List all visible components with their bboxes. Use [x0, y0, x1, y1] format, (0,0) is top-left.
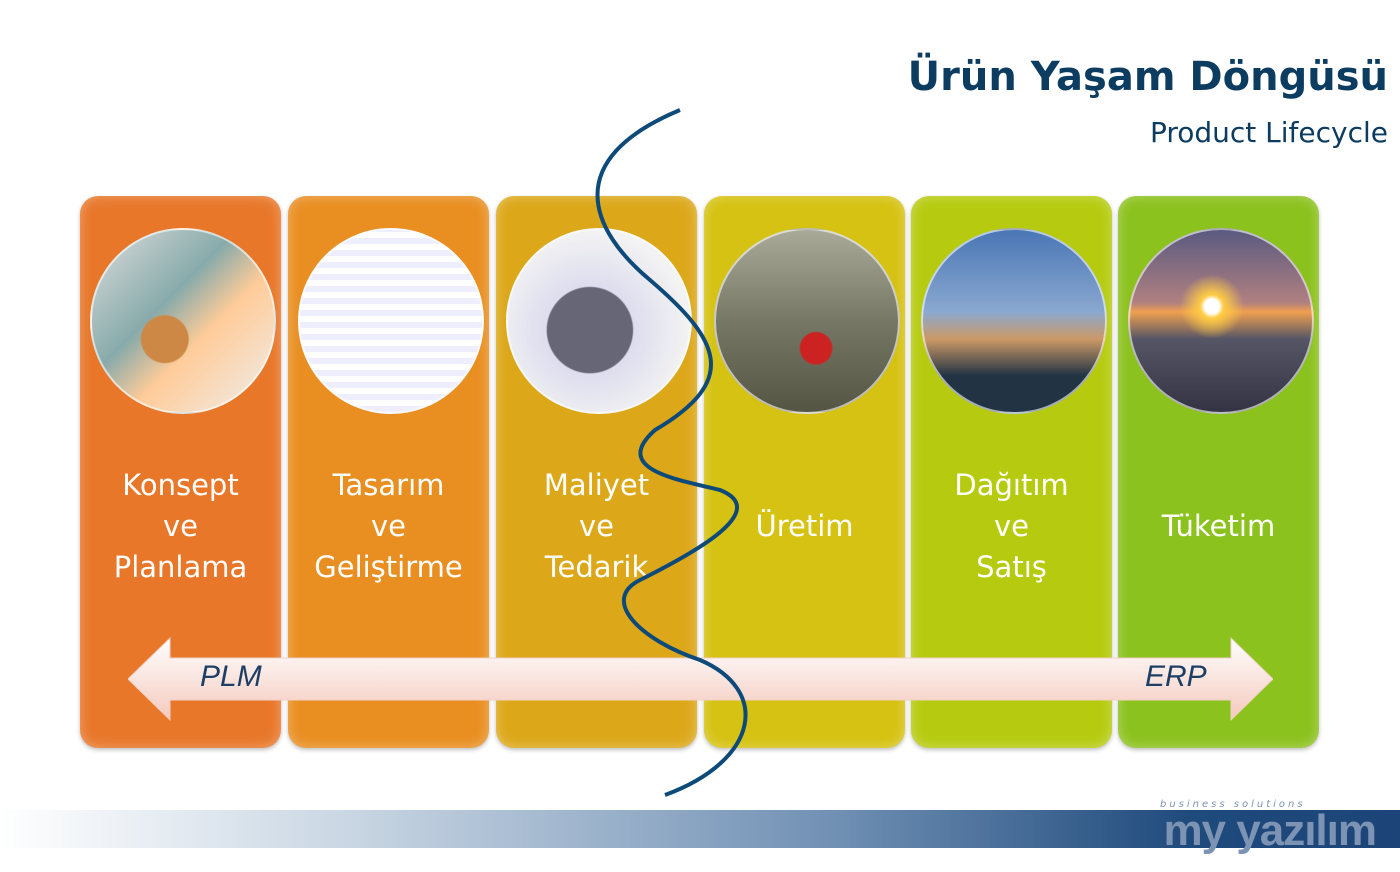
stage-label-line: Maliyet: [543, 467, 650, 502]
fashion-design-software-image: [90, 228, 276, 414]
stage-label: Üretim: [704, 461, 905, 591]
factory-image: [714, 228, 900, 414]
logo-tagline: business solutions: [1160, 799, 1306, 810]
stage-label-line: Üretim: [755, 508, 854, 543]
stage-card: Üretim: [704, 196, 905, 748]
slide-subtitle: Product Lifecycle: [1149, 116, 1388, 149]
footer-band: [0, 810, 1400, 848]
calculator-image: [506, 228, 692, 414]
stage-label-line: Tasarım: [332, 467, 445, 502]
stage-label-line: Satış: [976, 549, 1047, 584]
stage-label-line: ve: [370, 508, 406, 543]
stage-label-line: Tüketim: [1161, 508, 1276, 543]
stage-card: Tüketim: [1118, 196, 1319, 748]
port-cranes-image: [921, 228, 1107, 414]
spreadsheet-image: [298, 228, 484, 414]
sunset-image: [1128, 228, 1314, 414]
slide-title: Ürün Yaşam Döngüsü: [907, 54, 1388, 100]
plm-label: PLM: [200, 660, 262, 693]
stage-label-line: Konsept: [122, 467, 239, 502]
stage-label-line: ve: [162, 508, 198, 543]
plm-erp-double-arrow: [128, 636, 1273, 722]
erp-label: ERP: [1145, 660, 1207, 693]
stage-label: Tüketim: [1118, 461, 1319, 591]
stage-label-line: Geliştirme: [314, 549, 463, 584]
stage-label-line: Dağıtım: [954, 467, 1069, 502]
company-logo: my yazılım: [1163, 806, 1377, 855]
stage-label-line: Tedarik: [544, 549, 649, 584]
stage-label-line: ve: [993, 508, 1029, 543]
stage-label-line: Planlama: [113, 549, 248, 584]
stage-label-line: ve: [578, 508, 614, 543]
